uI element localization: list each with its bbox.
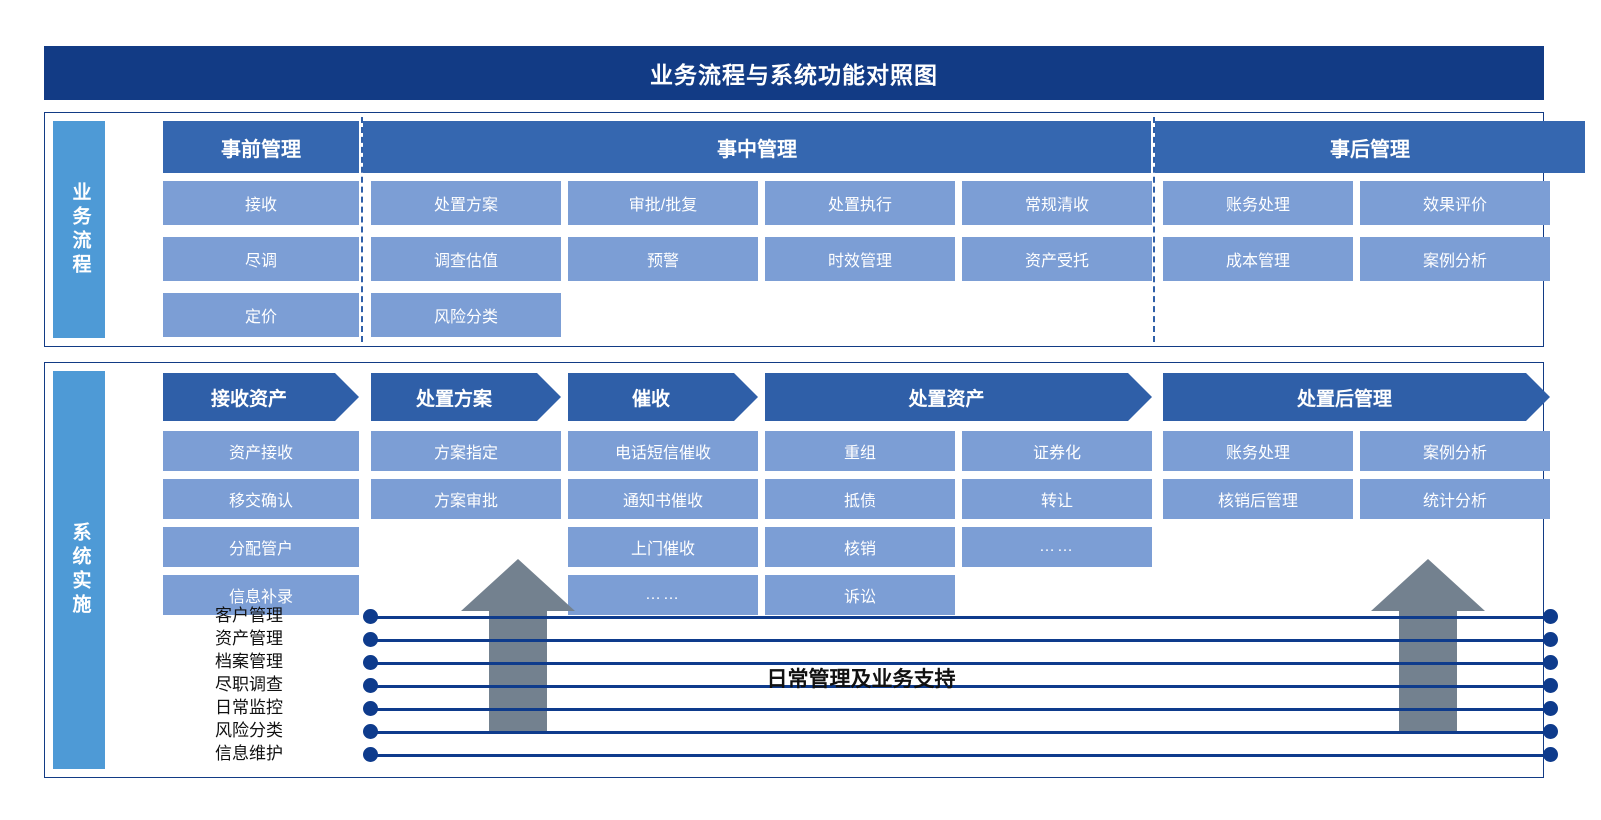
- business-cell: 定价: [163, 293, 359, 337]
- support-label: 风险分类: [215, 721, 283, 740]
- support-dot-right: [1543, 632, 1558, 647]
- system-cell: 核销后管理: [1163, 479, 1353, 519]
- page-title: 业务流程与系统功能对照图: [44, 46, 1544, 100]
- support-dot-left: [363, 724, 378, 739]
- support-line: [369, 616, 1549, 619]
- support-dot-left: [363, 747, 378, 762]
- system-pane: 接收资产 处置方案 催收 处置资产 处置后管理 资产接收 移交确认 分配管户 信…: [121, 363, 1558, 777]
- system-cell: 通知书催收: [568, 479, 758, 519]
- system-cell: 统计分析: [1360, 479, 1550, 519]
- support-line: [369, 754, 1549, 757]
- support-label: 信息维护: [215, 744, 283, 763]
- system-cell: 方案审批: [371, 479, 561, 519]
- support-line: [369, 662, 1549, 665]
- business-cell: 预警: [568, 237, 758, 281]
- business-cell: 调查估值: [371, 237, 561, 281]
- business-process-section: 业务流程 事前管理 事中管理 事后管理 接收 尽调 定价 处置方案 调查估值 风…: [44, 112, 1585, 347]
- business-cell: 资产受托: [962, 237, 1152, 281]
- system-cell: 核销: [765, 527, 955, 567]
- phase-header-pre: 事前管理: [163, 121, 359, 173]
- stage-chevron-receive-assets: 接收资产: [163, 373, 359, 421]
- system-cell: ……: [568, 575, 758, 615]
- support-dot-right: [1543, 655, 1558, 670]
- support-line: [369, 708, 1549, 711]
- support-label: 档案管理: [215, 652, 283, 671]
- system-cell: 信息补录: [163, 575, 359, 615]
- business-cell: 案例分析: [1360, 237, 1550, 281]
- system-cell: 移交确认: [163, 479, 359, 519]
- business-cell: 处置执行: [765, 181, 955, 225]
- business-cell: 账务处理: [1163, 181, 1353, 225]
- support-label: 资产管理: [215, 629, 283, 648]
- up-arrow-right-icon: [1371, 559, 1485, 734]
- support-dot-right: [1543, 701, 1558, 716]
- business-cell: 审批/批复: [568, 181, 758, 225]
- support-dot-right: [1543, 678, 1558, 693]
- business-side-label: 业务流程: [53, 121, 105, 338]
- business-pane: 事前管理 事中管理 事后管理 接收 尽调 定价 处置方案 调查估值 风险分类 审…: [121, 113, 1585, 346]
- business-cell: 处置方案: [371, 181, 561, 225]
- business-cell: 成本管理: [1163, 237, 1353, 281]
- support-dot-left: [363, 701, 378, 716]
- support-line: [369, 639, 1549, 642]
- system-cell: 资产接收: [163, 431, 359, 471]
- system-side-label: 系统实施: [53, 371, 105, 769]
- system-cell: 分配管户: [163, 527, 359, 567]
- phase-header-mid: 事中管理: [363, 121, 1151, 173]
- system-cell: 上门催收: [568, 527, 758, 567]
- support-dot-left: [363, 678, 378, 693]
- support-dot-right: [1543, 609, 1558, 624]
- support-label: 尽职调查: [215, 675, 283, 694]
- phase-header-post: 事后管理: [1155, 121, 1585, 173]
- business-cell: 尽调: [163, 237, 359, 281]
- support-dot-left: [363, 632, 378, 647]
- system-cell: 重组: [765, 431, 955, 471]
- business-cell: 时效管理: [765, 237, 955, 281]
- system-cell: 证券化: [962, 431, 1152, 471]
- support-line: [369, 685, 1549, 688]
- system-cell: 抵债: [765, 479, 955, 519]
- support-label: 客户管理: [215, 606, 283, 625]
- support-dot-left: [363, 609, 378, 624]
- system-cell: 方案指定: [371, 431, 561, 471]
- divider-mid-post: [1153, 117, 1155, 342]
- business-cell: 常规清收: [962, 181, 1152, 225]
- business-cell: 接收: [163, 181, 359, 225]
- support-line: [369, 731, 1549, 734]
- system-implementation-section: 系统实施 接收资产 处置方案 催收 处置资产 处置后管理 资产接收 移交确认 分…: [44, 362, 1558, 778]
- system-cell: 转让: [962, 479, 1152, 519]
- stage-chevron-post-disposal: 处置后管理: [1163, 373, 1550, 421]
- stage-chevron-dispose-assets: 处置资产: [765, 373, 1152, 421]
- business-cell: 风险分类: [371, 293, 561, 337]
- stage-chevron-disposal-plan: 处置方案: [371, 373, 561, 421]
- stage-chevron-collection: 催收: [568, 373, 758, 421]
- system-cell: 诉讼: [765, 575, 955, 615]
- up-arrow-left-icon: [461, 559, 575, 734]
- system-cell: 电话短信催收: [568, 431, 758, 471]
- support-dot-left: [363, 655, 378, 670]
- support-dot-right: [1543, 724, 1558, 739]
- support-title: 日常管理及业务支持: [766, 668, 956, 691]
- system-cell: 案例分析: [1360, 431, 1550, 471]
- divider-pre-mid: [361, 117, 363, 342]
- system-cell: ……: [962, 527, 1152, 567]
- business-cell: 效果评价: [1360, 181, 1550, 225]
- system-cell: 账务处理: [1163, 431, 1353, 471]
- support-label: 日常监控: [215, 698, 283, 717]
- support-dot-right: [1543, 747, 1558, 762]
